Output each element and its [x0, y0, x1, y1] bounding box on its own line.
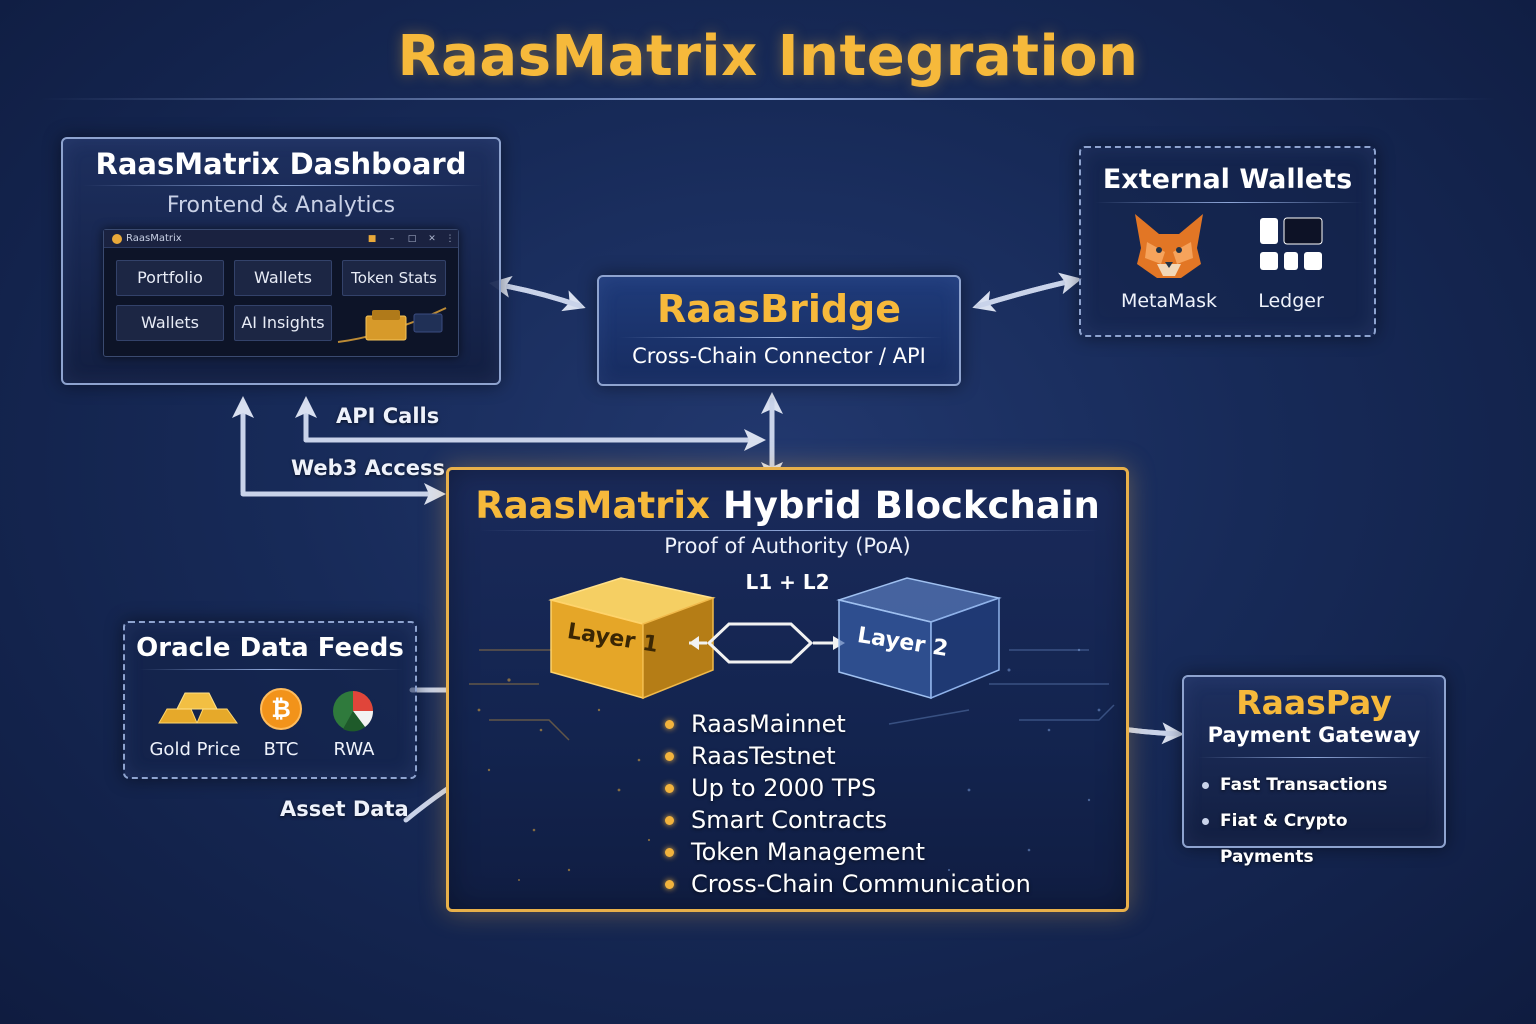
close-icon[interactable]: ✕: [428, 234, 436, 244]
title-divider: [40, 98, 1496, 100]
raasbridge-rule: [619, 337, 943, 338]
asset-data-label: Asset Data: [280, 797, 409, 821]
oracle-panel: Oracle Data Feeds ₿ Gold Price BTC RWA: [123, 621, 417, 779]
oracle-label-rwa: RWA: [333, 739, 375, 760]
layer-link-icon: [689, 622, 845, 664]
wallet-label-metamask: MetaMask: [1120, 290, 1218, 312]
layer2-cube-icon: [836, 577, 1002, 700]
blockchain-feature-list: RaasMainnet RaasTestnet Up to 2000 TPS S…: [665, 708, 1031, 900]
oracle-label-gold: Gold Price: [149, 739, 241, 760]
raaspay-feature-fiat-crypto: Fiat & Crypto Payments: [1202, 803, 1444, 875]
raaspay-panel: RaasPay Payment Gateway Fast Transaction…: [1182, 675, 1446, 867]
tile-portfolio[interactable]: Portfolio: [116, 260, 224, 296]
raaspay-rule: [1198, 757, 1432, 758]
pie-chart-icon: [333, 691, 373, 732]
minimize-icon[interactable]: –: [389, 234, 395, 244]
blockchain-layers-label: L1 + L2: [745, 570, 830, 594]
oracle-rule: [139, 669, 403, 670]
dashboard-subtitle: Frontend & Analytics: [166, 193, 396, 218]
hybrid-blockchain-panel: RaasMatrix Hybrid Blockchain Proof of Au…: [446, 467, 1129, 912]
external-wallets-title: External Wallets: [1102, 164, 1353, 195]
external-wallets-rule: [1095, 202, 1363, 203]
tile-wallets[interactable]: Wallets: [234, 260, 332, 296]
feature-cross-chain: Cross-Chain Communication: [665, 868, 1031, 900]
gold-bars-icon: [158, 692, 238, 724]
dashboard-window-titlebar: RaasMatrix ■ – □ ✕ ⋮: [104, 230, 458, 248]
external-wallets-panel: External Wallets MetaMask Ledger: [1079, 146, 1376, 337]
maximize-icon[interactable]: □: [407, 234, 417, 244]
raaspay-subtitle: Payment Gateway: [1207, 723, 1421, 747]
ledger-icon: [1260, 217, 1323, 270]
dashboard-window: RaasMatrix ■ – □ ✕ ⋮ Portfolio Wallets T…: [103, 229, 459, 357]
blockchain-title-rest: Hybrid Blockchain: [722, 484, 1100, 527]
blockchain-title: RaasMatrix Hybrid Blockchain: [449, 484, 1126, 527]
raasbridge-panel: RaasBridge Cross-Chain Connector / API: [597, 275, 961, 386]
dashboard-panel: RaasMatrix Dashboard Frontend & Analytic…: [61, 137, 501, 385]
folder-icon[interactable]: ■: [367, 234, 377, 244]
tile-ai-insights[interactable]: AI Insights: [234, 305, 332, 341]
raasbridge-subtitle: Cross-Chain Connector / API: [632, 344, 926, 368]
metamask-fox-icon: [1135, 214, 1203, 278]
feature-token-management: Token Management: [665, 836, 1031, 868]
dashboard-title: RaasMatrix Dashboard: [95, 147, 467, 181]
oracle-title: Oracle Data Feeds: [136, 633, 404, 663]
bitcoin-icon: ₿: [260, 688, 302, 730]
menu-icon[interactable]: ⋮: [445, 234, 455, 244]
oracle-label-btc: BTC: [263, 739, 299, 760]
tile-wallets-2[interactable]: Wallets: [116, 305, 224, 341]
raasbridge-title: RaasBridge: [656, 287, 902, 331]
tile-token-stats[interactable]: Token Stats: [342, 260, 446, 296]
wallet-label-ledger: Ledger: [1258, 290, 1324, 312]
layer1-cube-icon: [548, 577, 716, 700]
feature-tps: Up to 2000 TPS: [665, 772, 1031, 804]
svg-text:₿: ₿: [271, 695, 291, 723]
api-calls-label: API Calls: [336, 404, 440, 428]
dashboard-title-rule: [83, 185, 483, 186]
blockchain-consensus: Proof of Authority (PoA): [664, 534, 911, 558]
feature-smart-contracts: Smart Contracts: [665, 804, 1031, 836]
raaspay-title: RaasPay: [1236, 683, 1392, 722]
app-logo-icon: [112, 234, 122, 244]
feature-raasmainnet: RaasMainnet: [665, 708, 1031, 740]
blockchain-title-accent: RaasMatrix: [475, 484, 710, 527]
dashboard-window-title: RaasMatrix: [126, 233, 182, 244]
page-title: RaasMatrix Integration: [397, 24, 1139, 89]
analytics-graphic-icon: [337, 307, 447, 343]
web3-access-label: Web3 Access: [291, 456, 446, 480]
blockchain-rule: [479, 530, 1099, 531]
raaspay-feature-fast: Fast Transactions: [1202, 767, 1444, 803]
raaspay-feature-list: Fast Transactions Fiat & Crypto Payments: [1202, 767, 1444, 875]
feature-raastestnet: RaasTestnet: [665, 740, 1031, 772]
